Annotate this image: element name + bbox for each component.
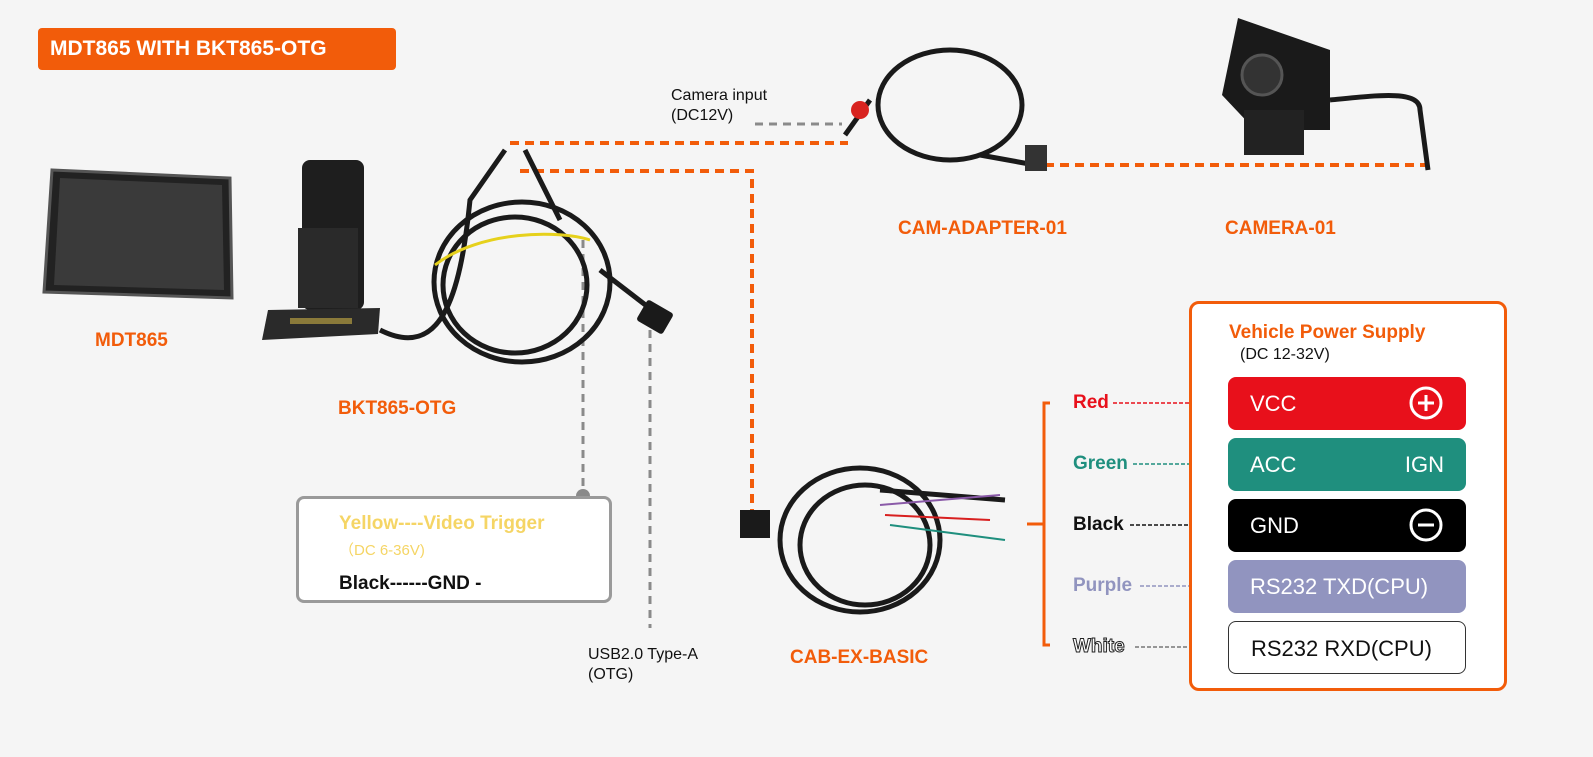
camera-input-label: Camera input (DC12V)	[671, 87, 768, 124]
cab-ex-basic-image	[777, 465, 1006, 615]
usb-label: USB2.0 Type-A (OTG)	[588, 646, 698, 683]
black-wire-label: Black------GND -	[339, 573, 482, 594]
wire-green-label: Green	[1073, 453, 1128, 474]
terminal-rxd: RS232 RXD(CPU)	[1228, 621, 1466, 674]
terminal-acc: ACC IGN	[1228, 438, 1466, 491]
cab-label: CAB-EX-BASIC	[790, 647, 929, 668]
terminal-vcc: VCC	[1228, 377, 1466, 430]
psu-subtitle: (DC 12-32V)	[1240, 346, 1330, 363]
wire-red-label: Red	[1073, 392, 1109, 413]
wire-white-label: White	[1073, 636, 1126, 658]
minus-icon	[1408, 499, 1444, 571]
bkt865-cable-image	[378, 148, 667, 365]
mdt865-label: MDT865	[95, 330, 168, 351]
cam-adapter-label: CAM-ADAPTER-01	[898, 218, 1067, 239]
yellow-wire-label: Yellow----Video Trigger	[339, 513, 545, 534]
terminal-txd: RS232 TXD(CPU)	[1228, 560, 1466, 613]
wire-black-label: Black	[1073, 514, 1124, 535]
video-trigger-box: Yellow----Video Trigger （DC 6-36V) Black…	[296, 496, 612, 603]
camera-image	[1222, 18, 1431, 171]
psu-title: Vehicle Power Supply	[1229, 322, 1426, 343]
cam-adapter-image	[842, 47, 1036, 168]
mdt865-tablet-image	[42, 168, 234, 300]
camera-label: CAMERA-01	[1225, 218, 1336, 239]
wire-purple-label: Purple	[1073, 575, 1133, 596]
plus-icon	[1408, 377, 1444, 449]
diagram-title: MDT865 WITH BKT865-OTG	[38, 28, 396, 70]
bkt865-label: BKT865-OTG	[338, 398, 457, 419]
bkt865-bracket-image	[262, 160, 380, 340]
ign-label: IGN	[1404, 452, 1444, 477]
terminal-gnd: GND	[1228, 499, 1466, 552]
yellow-wire-voltage: （DC 6-36V)	[339, 542, 425, 559]
